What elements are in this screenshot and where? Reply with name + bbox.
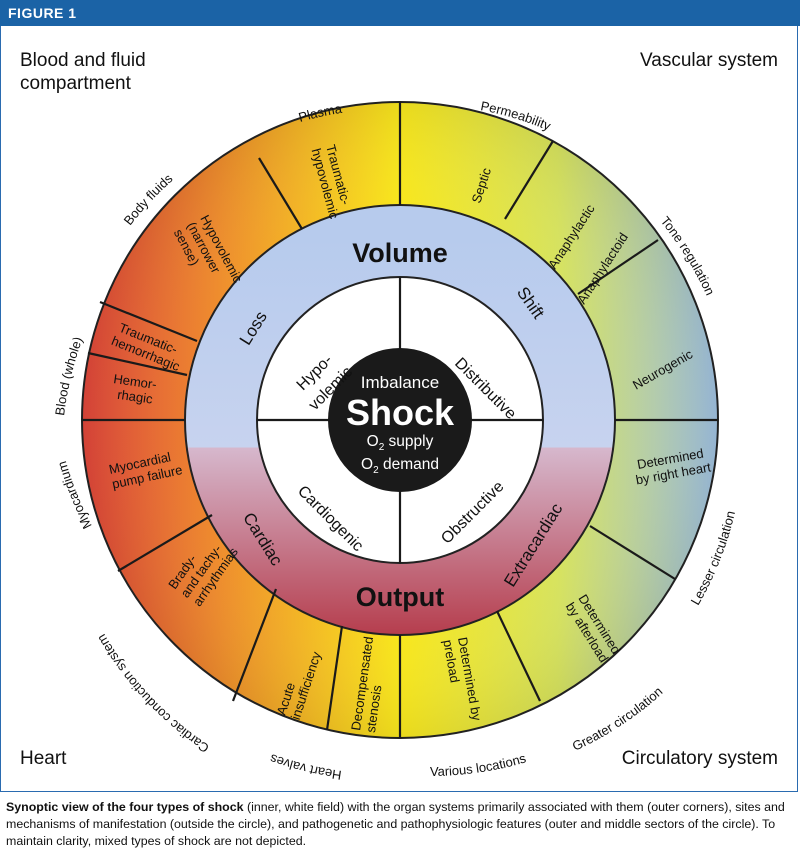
outside-various-locations: Various locations [430, 750, 528, 779]
center-o2-demand: O2 demand [361, 456, 439, 476]
corner-bottom-left: Heart [20, 748, 67, 769]
outside-blood-whole: Blood (whole) [52, 335, 85, 417]
center-imbalance: Imbalance [361, 373, 439, 392]
figure-frame [0, 26, 798, 792]
corner-bottom-right: Circulatory system [621, 748, 778, 769]
corner-top-left: Blood and fluid compartment [20, 50, 146, 94]
sector-hemorrhagic: Hemor- rhagic [110, 371, 161, 407]
caption-rest: (inner, white field) with the organ syst… [6, 800, 785, 848]
figure-caption: Synoptic view of the four types of shock… [6, 799, 796, 850]
outside-heart-valves: Heart valves [267, 751, 342, 783]
figure-header: FIGURE 1 [0, 0, 800, 26]
label-output: Output [356, 582, 444, 612]
figure-label: FIGURE 1 [8, 5, 77, 21]
center-o2-supply: O2 supply [367, 433, 434, 453]
label-volume: Volume [352, 238, 448, 268]
center-shock: Shock [346, 392, 455, 433]
center-circle [328, 348, 472, 492]
caption-bold: Synoptic view of the four types of shock [6, 800, 244, 814]
outer-dividers [82, 102, 718, 738]
shock-diagram: Imbalance Shock O2 supply O2 demand Hypo… [52, 98, 738, 783]
outside-greater-circulation: Greater circulation [570, 684, 666, 754]
corner-top-right: Vascular system [640, 50, 778, 71]
